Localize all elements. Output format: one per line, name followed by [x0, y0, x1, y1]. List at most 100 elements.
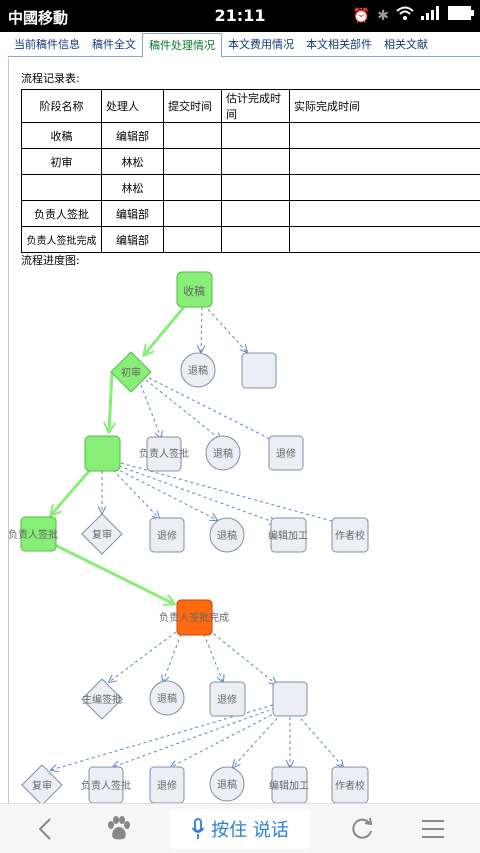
svg-text:退修: 退修 [157, 779, 177, 792]
microphone-icon [191, 818, 205, 839]
refresh-icon [352, 817, 373, 839]
table-row: 收稿 编辑部 [21, 122, 480, 149]
flow-node-revise: 退修 [149, 517, 185, 553]
tab-related-parts[interactable]: 本文相关部件 [306, 38, 372, 51]
alarm-icon: ⏰ [352, 7, 371, 24]
battery-icon [448, 6, 474, 25]
flow-node-manager-approve: 负责人签批 [139, 436, 189, 472]
header-submit-time: 提交时间 [163, 89, 222, 123]
svg-text:退稿: 退稿 [213, 447, 233, 460]
flow-node-done-unnamed [84, 435, 121, 472]
flow-node-author-proof: 作者校 [331, 517, 369, 553]
table-header-row: 阶段名称 处理人 提交时间 估计完成时间 实际完成时间 [21, 89, 480, 123]
bluetooth-icon: ✱ [377, 7, 389, 24]
cell-est [221, 174, 290, 201]
hamburger-icon [422, 820, 444, 838]
flow-node-second-review: 复审 [21, 764, 63, 803]
flow-node-pending [272, 681, 308, 717]
tab-related-docs[interactable]: 相关文献 [384, 38, 428, 51]
svg-text:负责人签批: 负责人签批 [81, 779, 131, 792]
cell-actual [289, 200, 480, 227]
cell-submit [163, 174, 222, 201]
header-stage: 阶段名称 [21, 89, 102, 123]
cell-handler: 林松 [101, 148, 164, 175]
svg-text:负责人签批完成: 负责人签批完成 [159, 611, 229, 624]
tab-processing-status[interactable]: 稿件处理情况 [142, 33, 222, 58]
table-row: 初审 林松 [21, 148, 480, 175]
paw-icon [108, 816, 130, 840]
svg-text:退稿: 退稿 [217, 778, 237, 791]
svg-text:复审: 复审 [32, 779, 52, 792]
flow-node-editing: 编辑加工 [269, 766, 309, 803]
cell-stage: 初审 [21, 148, 102, 175]
tab-current-info[interactable]: 当前稿件信息 [14, 38, 80, 51]
flow-edges-done [51, 306, 186, 604]
wifi-icon [396, 6, 414, 25]
menu-button[interactable] [420, 814, 446, 844]
status-icons: ⏰ ✱ [353, 6, 474, 25]
svg-text:退稿: 退稿 [217, 529, 237, 542]
cell-est [221, 148, 290, 175]
back-button[interactable] [30, 814, 60, 844]
flow-node-manager-approve-done: 负责人签批 [9, 516, 58, 552]
chevron-left-icon [38, 818, 51, 840]
cell-stage: 收稿 [21, 122, 102, 149]
flow-node-reject: 退稿 [209, 517, 245, 553]
cell-handler: 林松 [101, 174, 164, 201]
svg-text:退修: 退修 [276, 447, 296, 460]
flow-node-pending [241, 352, 277, 389]
flow-node-reject: 退稿 [209, 766, 245, 802]
svg-text:编辑加工: 编辑加工 [269, 779, 309, 792]
flow-node-revise: 退修 [268, 435, 304, 471]
carrier-name: 中國移動 [8, 9, 69, 27]
svg-text:复审: 复审 [92, 528, 112, 541]
status-bar: 中國移動 21:11 ⏰ ✱ [0, 0, 480, 32]
svg-text:退修: 退修 [157, 529, 177, 542]
cell-handler: 编辑部 [101, 226, 164, 253]
baidu-home-button[interactable] [102, 814, 136, 844]
flow-node-editor-approve: 主编签批 [81, 678, 123, 720]
flow-node-first-review: 初审 [110, 351, 152, 393]
content-area: 流程记录表: 阶段名称 处理人 提交时间 估计完成时间 实际完成时间 收稿 编辑… [8, 58, 480, 803]
cell-actual [289, 122, 480, 149]
table-row: 负责人签批 编辑部 [21, 200, 480, 227]
svg-text:主编签批: 主编签批 [82, 693, 122, 706]
header-handler: 处理人 [101, 89, 164, 123]
cell-handler: 编辑部 [101, 122, 164, 149]
cell-submit [163, 122, 222, 149]
cell-handler: 编辑部 [101, 200, 164, 227]
refresh-button[interactable] [348, 814, 376, 844]
cell-stage: 负责人签批完成 [21, 226, 102, 253]
svg-text:退修: 退修 [217, 693, 237, 706]
flow-diagram: 收稿 退稿 初审 负责人签批 退稿 退修 负责人签批 [9, 271, 369, 803]
svg-text:收稿: 收稿 [183, 284, 205, 298]
cell-submit [163, 148, 222, 175]
table-row: 负责人签批完成 编辑部 [21, 226, 480, 253]
svg-text:负责人签批: 负责人签批 [139, 447, 189, 460]
voice-input-button[interactable]: 按住 说话 [170, 809, 310, 849]
svg-text:退稿: 退稿 [157, 692, 177, 705]
header-actual-time: 实际完成时间 [289, 89, 480, 123]
flow-node-reject: 退稿 [205, 435, 241, 471]
flow-node-editing: 编辑加工 [268, 517, 308, 553]
cell-submit [163, 200, 222, 227]
flow-node-reject: 退稿 [149, 680, 185, 716]
flow-node-manager-approve: 负责人签批 [81, 766, 131, 803]
clock: 21:11 [214, 6, 266, 25]
header-est-time: 估计完成时间 [221, 89, 290, 123]
flow-node-manager-approve-complete: 负责人签批完成 [159, 599, 229, 636]
tab-fees[interactable]: 本文费用情况 [228, 38, 294, 51]
svg-text:编辑加工: 编辑加工 [268, 529, 308, 542]
cell-est [221, 200, 290, 227]
cell-submit [163, 226, 222, 253]
cell-actual [289, 226, 480, 253]
table-row: 林松 [21, 174, 480, 201]
signal-icon [421, 6, 441, 25]
svg-text:作者校: 作者校 [335, 529, 365, 542]
svg-text:退稿: 退稿 [188, 364, 208, 377]
tab-full-text[interactable]: 稿件全文 [92, 38, 136, 51]
cell-est [221, 226, 290, 253]
flow-node-revise: 退修 [149, 766, 185, 803]
cell-stage [21, 174, 102, 201]
flow-node-receive: 收稿 [176, 271, 213, 308]
